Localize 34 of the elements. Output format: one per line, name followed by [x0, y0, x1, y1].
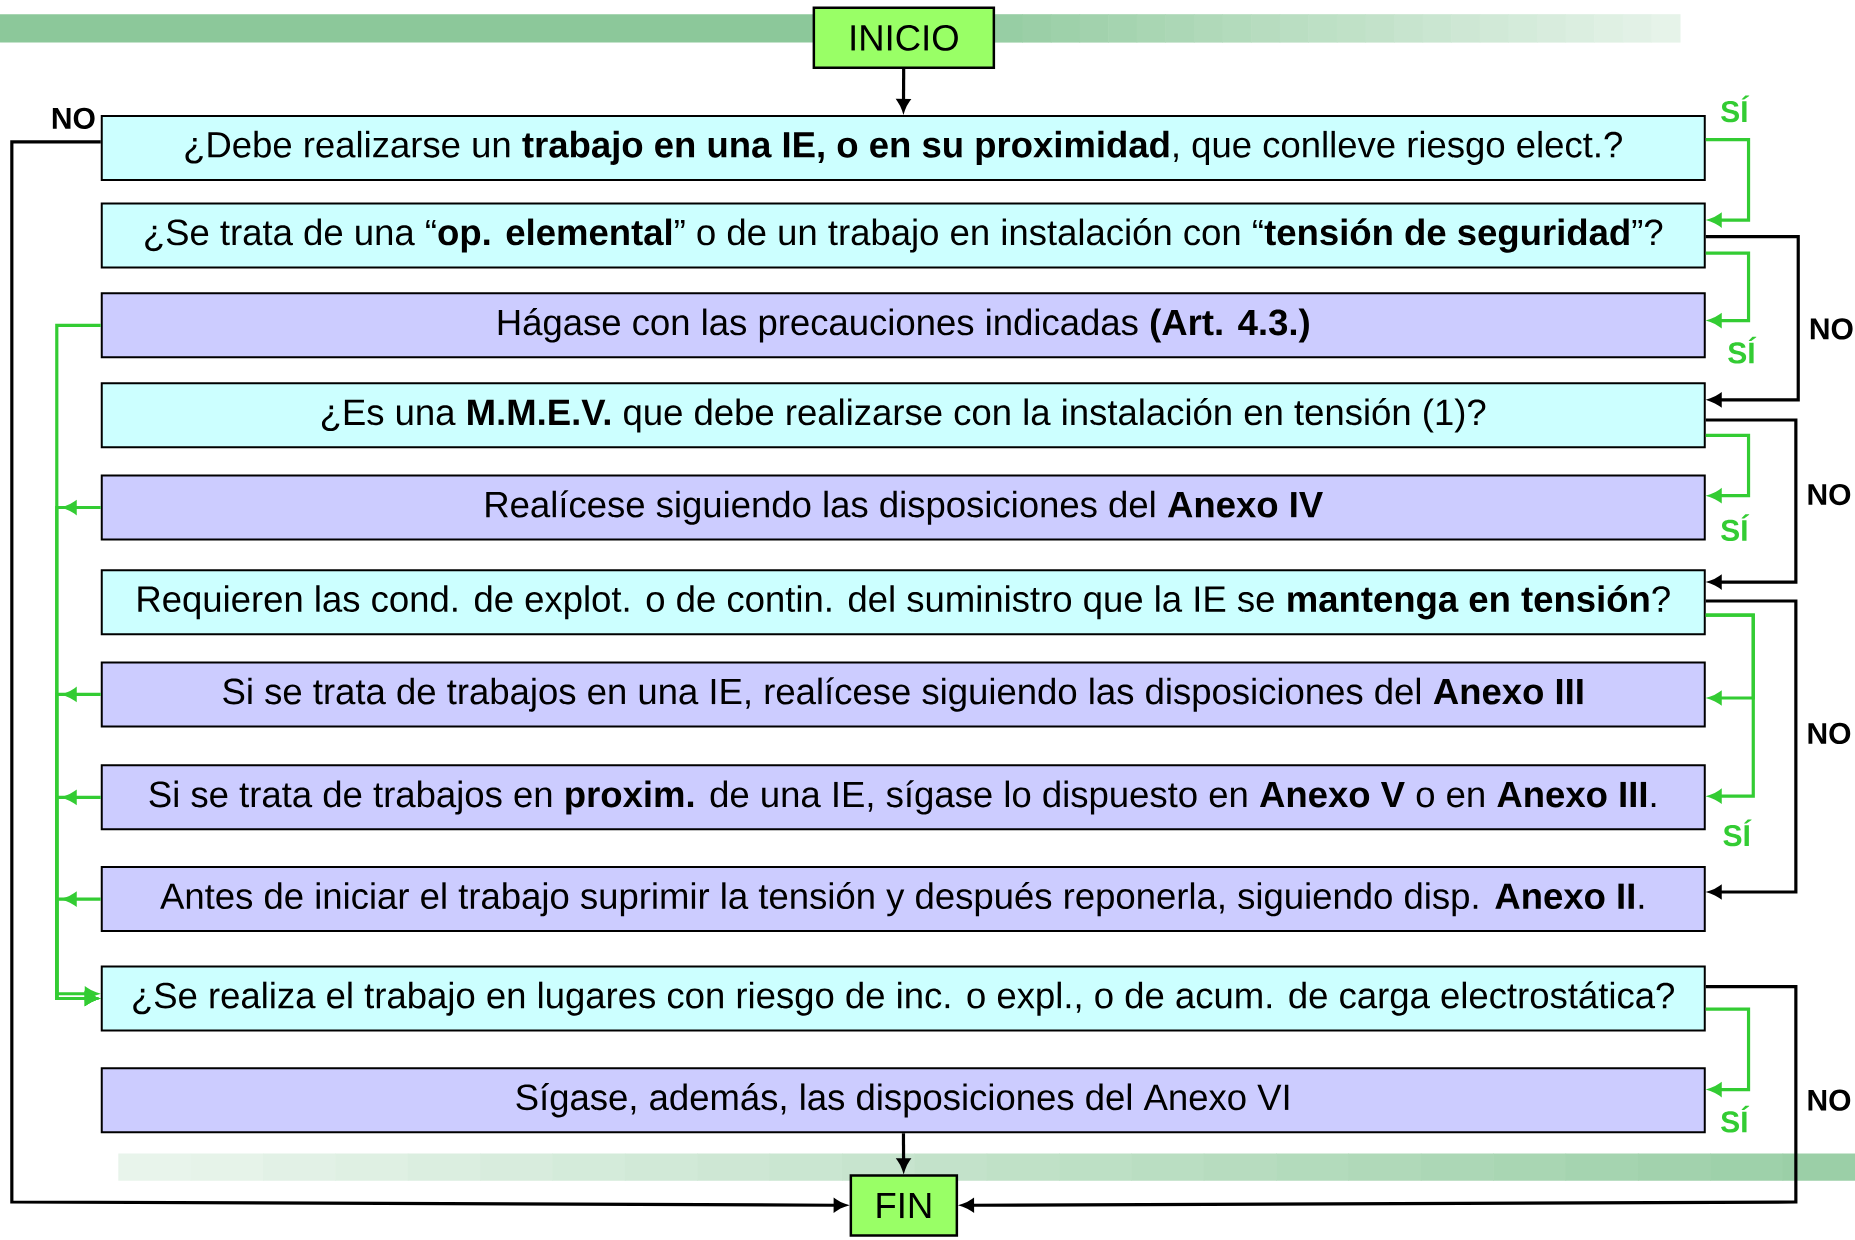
edge-label: SÍ — [1721, 95, 1750, 123]
edge-label: NO — [1808, 484, 1851, 506]
edge-label: NO — [1808, 722, 1851, 745]
edge-label: NO — [1810, 318, 1853, 340]
end-box: FIN — [849, 1174, 959, 1237]
arrow — [10, 140, 847, 1212]
action-box: Sígase, además, las disposiciones del Anexo VI — [100, 1067, 1706, 1134]
arrow — [1705, 599, 1798, 899]
decision-box: Requieren las cond. de explot. o de contin. del suministro que la IE se mantenga en tensión? — [100, 569, 1706, 636]
edge-label: NO — [1808, 1089, 1851, 1111]
arrow — [55, 892, 101, 1005]
arrow — [1705, 418, 1798, 589]
arrow — [1705, 251, 1751, 328]
decision-box: ¿Se realiza el trabajo en lugares con riesgo de inc. o expl., o de acum. de carga electrostática? — [100, 965, 1706, 1032]
action-box: Antes de iniciar el trabajo suprimir la tensión y después reponerla, siguiendo disp. Anexo II. — [100, 866, 1706, 933]
action-box: Si se trata de trabajos en una IE, realícese siguiendo las disposiciones del Anexo III — [100, 661, 1706, 728]
arrow — [1705, 235, 1800, 407]
arrow — [1705, 138, 1751, 227]
edge-label: SÍ — [1723, 819, 1752, 847]
arrow — [1705, 613, 1755, 803]
decision-box: ¿Se trata de una “op. elemental” o de un trabajo en instalación con “tensión de seguridad”? — [100, 202, 1706, 269]
edge-label: SÍ — [1721, 514, 1750, 542]
arrow — [961, 985, 1798, 1212]
edge-label: SÍ — [1721, 1105, 1750, 1133]
action-box: Hágase con las precauciones indicadas (Art. 4.3.) — [100, 292, 1706, 359]
edge-label: SÍ — [1728, 336, 1757, 364]
arrow — [1705, 1007, 1751, 1096]
start-box: INICIO — [812, 6, 996, 70]
decision-box: ¿Es una M.M.E.V. que debe realizarse con la instalación en tensión (1)? — [100, 382, 1706, 449]
arrow — [1705, 433, 1751, 503]
action-box: Realícese siguiendo las disposiciones del Anexo IV — [100, 474, 1706, 541]
action-box: Si se trata de trabajos en proxim. de una IE, sígase lo dispuesto en Anexo V o en Anexo III. — [100, 764, 1706, 831]
decision-box: ¿Debe realizarse un trabajo en una IE, o en su proximidad, que conlleve riesgo elect.? — [100, 115, 1706, 181]
edge-label: NO — [52, 107, 95, 129]
